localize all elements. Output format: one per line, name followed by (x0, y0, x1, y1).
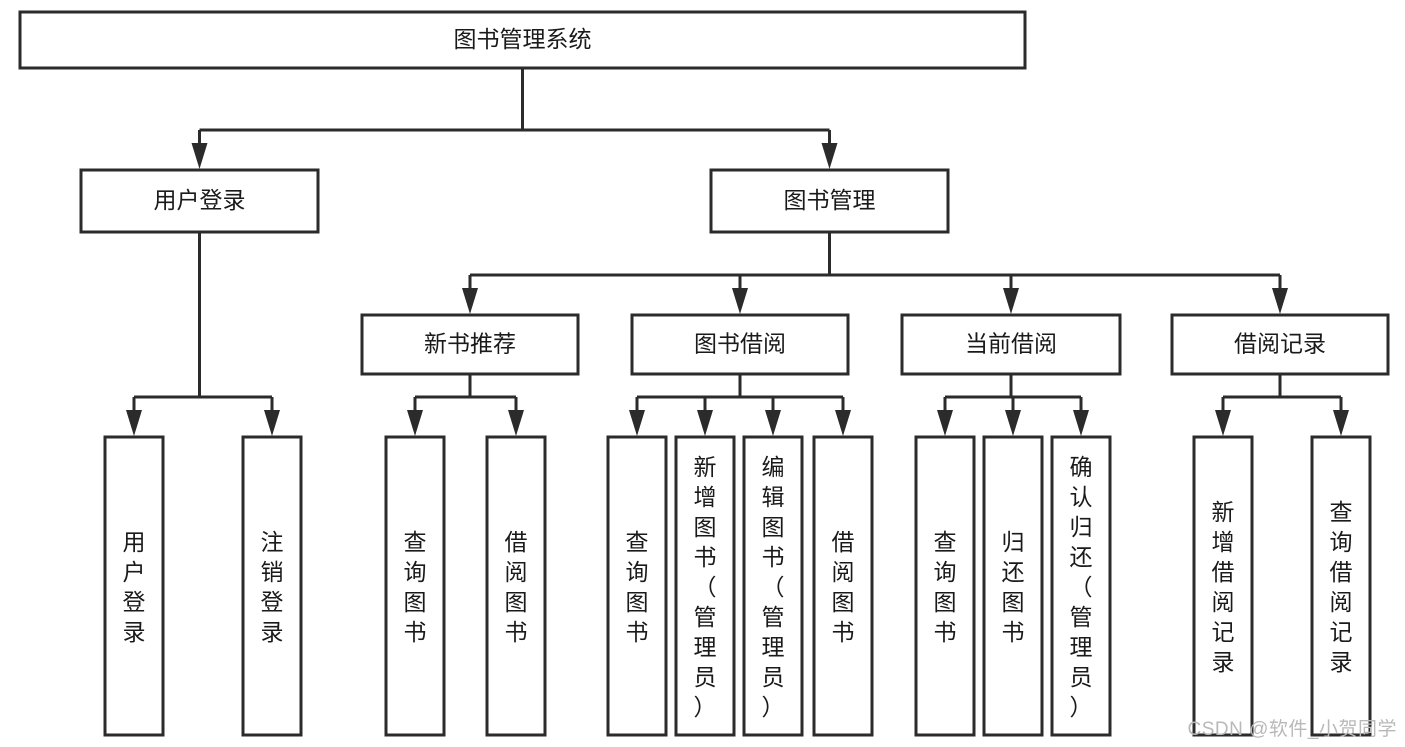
arrow-head-new-book-recommend (462, 288, 478, 314)
node-box-leaf-confirm-return-admin[interactable] (1050, 435, 1112, 737)
node-box-leaf-return-book[interactable] (982, 435, 1044, 737)
node-leaf-borrow-book[interactable]: 借阅图书 (812, 435, 874, 737)
connectors-layer (126, 68, 1349, 436)
node-box-leaf-borrow-book[interactable] (812, 435, 874, 737)
node-current-borrow[interactable]: 当前借阅 (900, 313, 1122, 376)
node-leaf-borrow-book-rec[interactable]: 借阅图书 (485, 435, 547, 737)
node-root[interactable]: 图书管理系统 (18, 10, 1027, 70)
node-label-leaf-borrow-book: 借阅图书 (832, 529, 855, 645)
node-box-current-borrow[interactable] (900, 313, 1122, 376)
arrow-head-leaf-borrow-book (835, 410, 851, 436)
node-label-leaf-borrow-book-rec: 借阅图书 (505, 529, 528, 645)
node-box-leaf-borrow-book-rec[interactable] (485, 435, 547, 737)
node-label-new-book-recommend: 新书推荐 (424, 331, 516, 357)
node-leaf-query-book-borrow[interactable]: 查询图书 (606, 435, 668, 737)
watermark-text: CSDN @软件_小贺同学 (1187, 719, 1397, 740)
arrow-head-book-borrow (732, 288, 748, 314)
node-box-leaf-query-book-borrow[interactable] (606, 435, 668, 737)
node-box-book-management[interactable] (709, 168, 950, 234)
node-new-book-recommend[interactable]: 新书推荐 (360, 313, 580, 376)
arrow-head-book-management (821, 143, 838, 169)
node-label-leaf-logout-login: 注销登录 (261, 529, 284, 645)
arrow-head-current-borrow (1003, 288, 1019, 314)
node-leaf-edit-book-admin[interactable]: 编辑图书（管理员） (742, 435, 804, 737)
node-label-current-borrow: 当前借阅 (965, 331, 1057, 357)
node-leaf-add-book-admin[interactable]: 新增图书（管理员） (674, 435, 736, 737)
node-leaf-query-borrow-record[interactable]: 查询借阅记录 (1310, 435, 1372, 737)
node-label-book-borrow: 图书借阅 (694, 331, 786, 357)
node-label-leaf-add-book-admin: 新增图书（管理员） (694, 454, 717, 720)
arrow-head-leaf-borrow-book-rec (508, 410, 524, 436)
arrow-head-leaf-query-book-current (937, 410, 953, 436)
node-box-leaf-user-login[interactable] (103, 435, 165, 737)
node-box-user-login[interactable] (79, 168, 320, 234)
node-box-leaf-query-borrow-record[interactable] (1310, 435, 1372, 737)
node-label-leaf-edit-book-admin: 编辑图书（管理员） (762, 454, 785, 720)
node-box-new-book-recommend[interactable] (360, 313, 580, 376)
arrow-head-leaf-query-borrow-record (1333, 410, 1349, 436)
arrow-head-borrow-record (1272, 288, 1288, 314)
node-leaf-query-book-current[interactable]: 查询图书 (914, 435, 976, 737)
node-leaf-add-borrow-record[interactable]: 新增借阅记录 (1192, 435, 1254, 737)
node-label-leaf-user-login: 用户登录 (123, 529, 146, 645)
node-box-book-borrow[interactable] (630, 313, 850, 376)
node-book-management[interactable]: 图书管理 (709, 168, 950, 234)
arrow-head-leaf-user-login (126, 410, 142, 436)
arrow-head-leaf-query-book-borrow (629, 410, 645, 436)
node-box-leaf-logout-login[interactable] (241, 435, 303, 737)
node-label-leaf-query-book-borrow: 查询图书 (626, 529, 649, 645)
arrow-head-leaf-edit-book-admin (765, 410, 781, 436)
node-user-login[interactable]: 用户登录 (79, 168, 320, 234)
node-box-leaf-query-book-current[interactable] (914, 435, 976, 737)
node-leaf-logout-login[interactable]: 注销登录 (241, 435, 303, 737)
node-leaf-user-login[interactable]: 用户登录 (103, 435, 165, 737)
arrow-head-user-login (191, 143, 208, 169)
node-box-leaf-add-book-admin[interactable] (674, 435, 736, 737)
node-box-leaf-query-book-rec[interactable] (384, 435, 446, 737)
node-box-borrow-record[interactable] (1170, 313, 1390, 376)
node-label-leaf-add-borrow-record: 新增借阅记录 (1212, 499, 1235, 675)
node-label-leaf-query-borrow-record: 查询借阅记录 (1330, 499, 1353, 675)
arrow-head-leaf-add-book-admin (697, 410, 713, 436)
node-label-leaf-query-book-current: 查询图书 (934, 529, 957, 645)
node-leaf-confirm-return-admin[interactable]: 确认归还（管理员） (1050, 435, 1112, 737)
node-box-root[interactable] (18, 10, 1027, 70)
node-leaf-query-book-rec[interactable]: 查询图书 (384, 435, 446, 737)
node-label-user-login: 用户登录 (154, 187, 246, 213)
node-book-borrow[interactable]: 图书借阅 (630, 313, 850, 376)
node-label-book-management: 图书管理 (784, 187, 876, 213)
node-box-leaf-add-borrow-record[interactable] (1192, 435, 1254, 737)
arrow-head-leaf-confirm-return-admin (1073, 410, 1089, 436)
node-label-borrow-record: 借阅记录 (1234, 331, 1326, 357)
node-box-leaf-edit-book-admin[interactable] (742, 435, 804, 737)
nodes-layer: 图书管理系统用户登录图书管理新书推荐图书借阅当前借阅借阅记录用户登录注销登录查询… (18, 10, 1390, 737)
arrow-head-leaf-query-book-rec (407, 410, 423, 436)
node-borrow-record[interactable]: 借阅记录 (1170, 313, 1390, 376)
node-label-root: 图书管理系统 (454, 26, 592, 52)
node-leaf-return-book[interactable]: 归还图书 (982, 435, 1044, 737)
arrow-head-leaf-add-borrow-record (1215, 410, 1231, 436)
arrow-head-leaf-return-book (1005, 410, 1021, 436)
node-label-leaf-return-book: 归还图书 (1002, 529, 1025, 645)
arrow-head-leaf-logout-login (264, 410, 280, 436)
node-label-leaf-confirm-return-admin: 确认归还（管理员） (1070, 454, 1093, 720)
node-label-leaf-query-book-rec: 查询图书 (404, 529, 427, 645)
